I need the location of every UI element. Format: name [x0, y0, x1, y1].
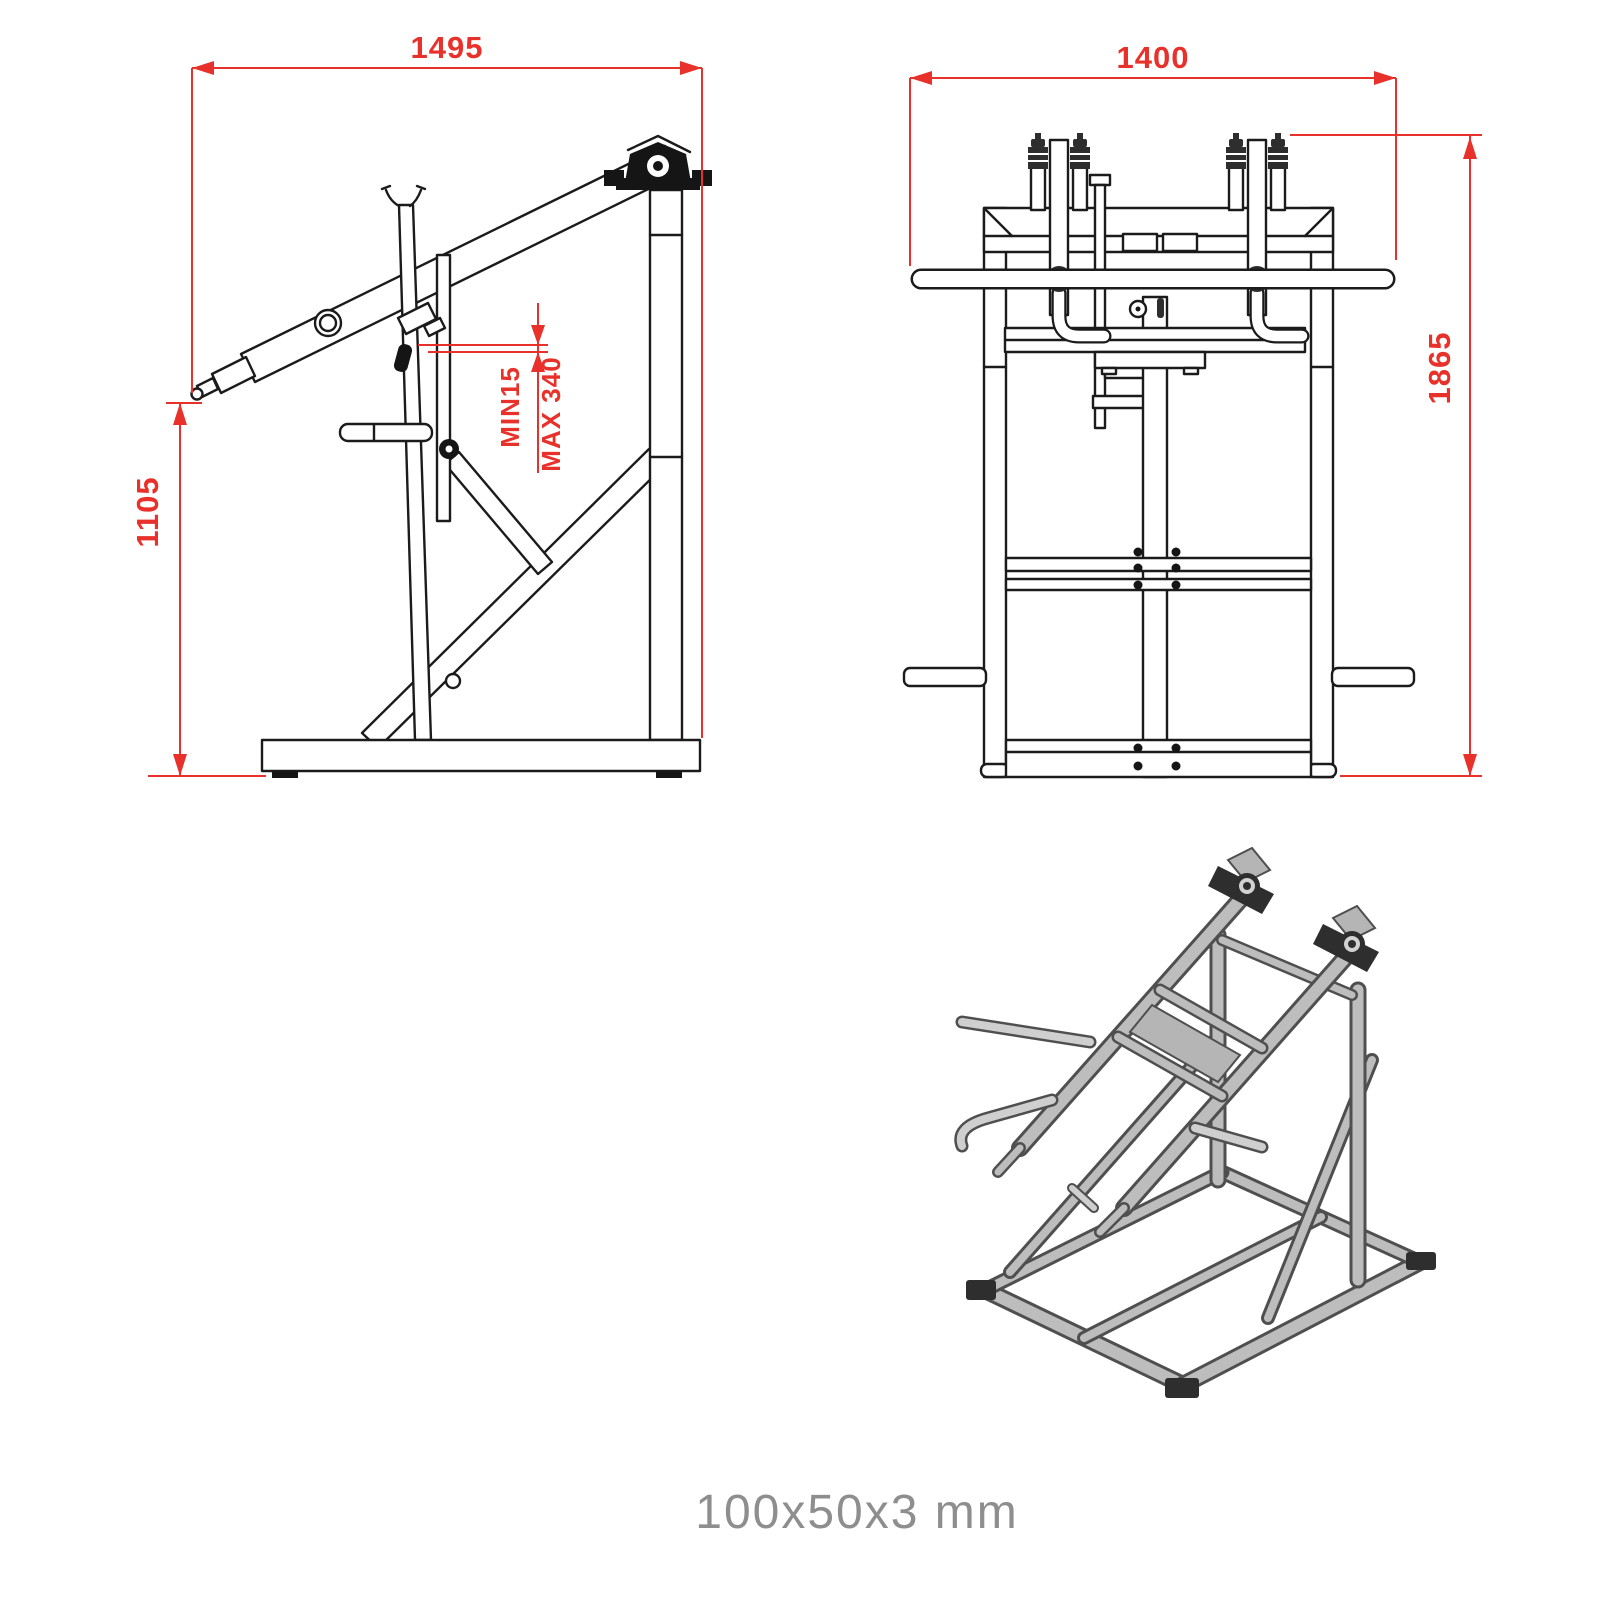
frame-posts [979, 206, 1338, 779]
isometric-view-drawing [954, 846, 1436, 1398]
front-height-dimension: 1865 [1290, 134, 1482, 777]
top-crossmember [982, 206, 1335, 254]
bottom-crossbar [1004, 738, 1313, 779]
fork-horn-left [384, 188, 401, 208]
arm-clamp [393, 301, 447, 372]
arm-pivot-bearing [604, 134, 712, 190]
front-view-drawing: 1400 1865 [902, 40, 1482, 779]
foot-pegs [902, 666, 1416, 688]
iso-inclined-rails [992, 883, 1361, 1238]
adjustment-pins [1028, 133, 1288, 212]
front-height-label: 1865 [1422, 332, 1457, 405]
front-width-dimension: 1400 [909, 40, 1397, 266]
iso-carriage-plate [1128, 1003, 1242, 1084]
mid-rails [1004, 547, 1313, 592]
side-height-label: 1105 [130, 476, 165, 547]
side-view-drawing: 1495 1105 MIN15 MAX 340 [130, 30, 712, 778]
arm-tip [190, 387, 204, 401]
pivot-knob [439, 439, 459, 459]
j-handles [1051, 285, 1310, 344]
iso-pivot-bearings [1208, 846, 1379, 972]
base-plate [260, 738, 702, 778]
iso-handles [954, 1015, 1269, 1213]
side-width-label: 1495 [411, 30, 484, 65]
rear-post [648, 188, 684, 742]
travel-min-label: MIN15 [495, 366, 525, 448]
handle-grip [338, 422, 434, 443]
side-height-dimension: 1105 [130, 402, 266, 777]
side-width-dimension: 1495 [191, 30, 703, 738]
caption-tube-size: 100x50x3 mm [695, 1486, 1018, 1539]
travel-max-label: MAX 340 [536, 356, 566, 471]
front-width-label: 1400 [1117, 40, 1190, 75]
fork-horn-right [408, 188, 423, 208]
carriage-assembly [1003, 232, 1307, 376]
slider-travel-dimension: MIN15 MAX 340 [418, 303, 566, 473]
pin-knobs [1028, 133, 1288, 169]
main-bar [910, 266, 1396, 292]
slider-strip [435, 253, 452, 523]
